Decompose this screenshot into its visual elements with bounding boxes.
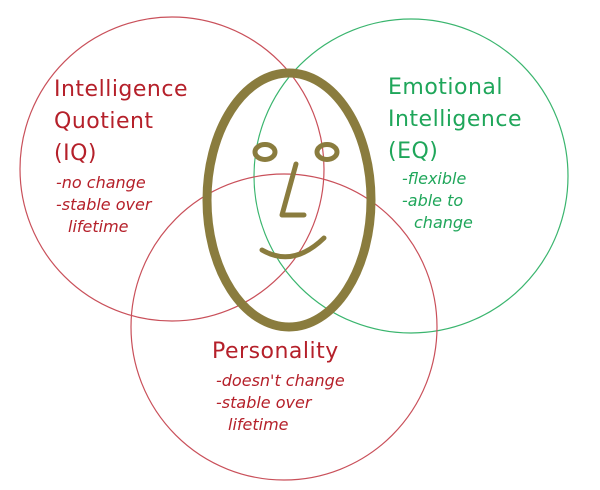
iq-bullet: lifetime xyxy=(68,217,129,236)
iq-title-line: (IQ) xyxy=(54,141,97,166)
personality-title-line: Personality xyxy=(212,339,339,364)
face-icon xyxy=(202,68,376,332)
iq-title-line: Intelligence xyxy=(54,77,189,102)
iq-title: Intelligence Quotient (IQ) xyxy=(54,74,188,170)
personality-bullet: -stable over xyxy=(216,393,312,412)
eq-title-line: (EQ) xyxy=(388,139,439,164)
mouth-icon xyxy=(259,235,327,260)
eq-bullet: -able to xyxy=(402,191,464,210)
personality-title: Personality xyxy=(212,336,339,368)
eq-title: Emotional Intelligence (EQ) xyxy=(388,72,522,168)
eq-bullet: -flexible xyxy=(402,169,467,188)
eq-circle xyxy=(253,18,569,334)
left-eye-icon xyxy=(252,142,278,162)
right-eye-icon xyxy=(314,142,340,162)
personality-bullet-list: -doesn't change -stable over lifetime xyxy=(216,370,345,436)
personality-bullet: lifetime xyxy=(228,415,289,434)
iq-bullet: -no change xyxy=(56,173,146,192)
nose-icon xyxy=(279,161,307,218)
eq-title-line: Emotional xyxy=(388,75,504,100)
eq-bullet: change xyxy=(414,213,473,232)
eq-bullet-list: -flexible -able to change xyxy=(402,168,473,234)
personality-circle xyxy=(130,173,438,481)
iq-bullet-list: -no change -stable over lifetime xyxy=(56,172,151,238)
personality-bullet: -doesn't change xyxy=(216,371,345,390)
eq-title-line: Intelligence xyxy=(388,107,523,132)
iq-circle xyxy=(19,16,325,322)
iq-bullet: -stable over xyxy=(56,195,152,214)
iq-title-line: Quotient xyxy=(54,109,154,134)
face-outline xyxy=(202,68,376,332)
